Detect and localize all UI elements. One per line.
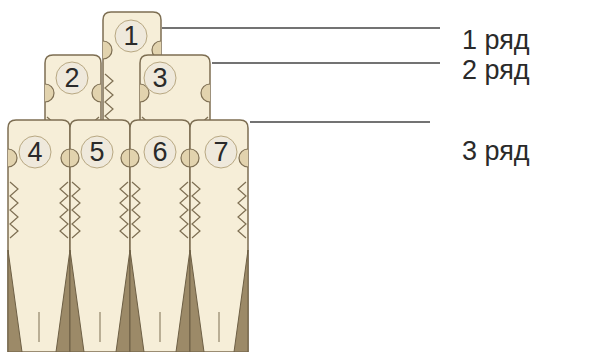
number-circle <box>144 136 176 168</box>
tile-piece <box>190 120 248 352</box>
callout-number: 1 <box>123 23 138 50</box>
leader-line <box>162 27 440 29</box>
piece-teeth <box>238 182 246 238</box>
callout-number: 3 <box>152 65 167 92</box>
piece-notch <box>70 149 79 167</box>
piece-teeth <box>132 182 140 238</box>
piece-teeth <box>180 182 188 238</box>
number-circle <box>19 136 51 168</box>
piece-teeth <box>72 182 80 238</box>
piece-notch <box>45 84 54 102</box>
piece-teeth <box>192 182 200 238</box>
piece-outline <box>190 120 248 352</box>
number-circle <box>144 62 176 94</box>
piece-notch <box>121 149 130 167</box>
piece-notch <box>8 149 17 167</box>
piece-notch <box>92 84 101 102</box>
callout-number: 7 <box>213 139 228 166</box>
piece-taper <box>190 250 248 352</box>
callout-number: 4 <box>27 139 42 166</box>
piece-notch <box>239 149 248 167</box>
piece-mark <box>100 312 101 342</box>
number-circle <box>205 136 237 168</box>
number-circle <box>115 20 147 52</box>
piece-notch <box>201 84 210 102</box>
piece-notch <box>61 149 70 167</box>
callout-number: 5 <box>89 139 104 166</box>
piece-notch <box>103 41 112 59</box>
tile-piece <box>70 120 130 352</box>
piece-outline <box>8 120 70 352</box>
row-label: 3 ряд <box>462 138 530 165</box>
piece-outline <box>70 120 130 352</box>
piece-taper <box>8 250 70 352</box>
number-circle <box>81 136 113 168</box>
piece-mark <box>160 312 161 342</box>
piece-mark <box>39 312 40 342</box>
piece-notch <box>190 149 199 167</box>
row-label: 2 ряд <box>462 57 530 84</box>
callout-number: 2 <box>64 65 79 92</box>
piece-teeth <box>10 182 18 238</box>
piece-outline <box>130 120 190 352</box>
piece-mark <box>219 312 220 342</box>
tile-piece <box>130 120 190 352</box>
piece-teeth <box>120 182 128 238</box>
leader-line <box>212 62 440 64</box>
piece-notch <box>181 149 190 167</box>
leader-line <box>250 121 430 123</box>
piece-notch <box>130 149 139 167</box>
piece-taper <box>70 250 130 352</box>
number-circle <box>56 62 88 94</box>
piece-teeth <box>60 182 68 238</box>
callout-number: 6 <box>152 139 167 166</box>
tile-piece <box>8 120 70 352</box>
row-label: 1 ряд <box>462 27 530 54</box>
piece-taper <box>130 250 190 352</box>
